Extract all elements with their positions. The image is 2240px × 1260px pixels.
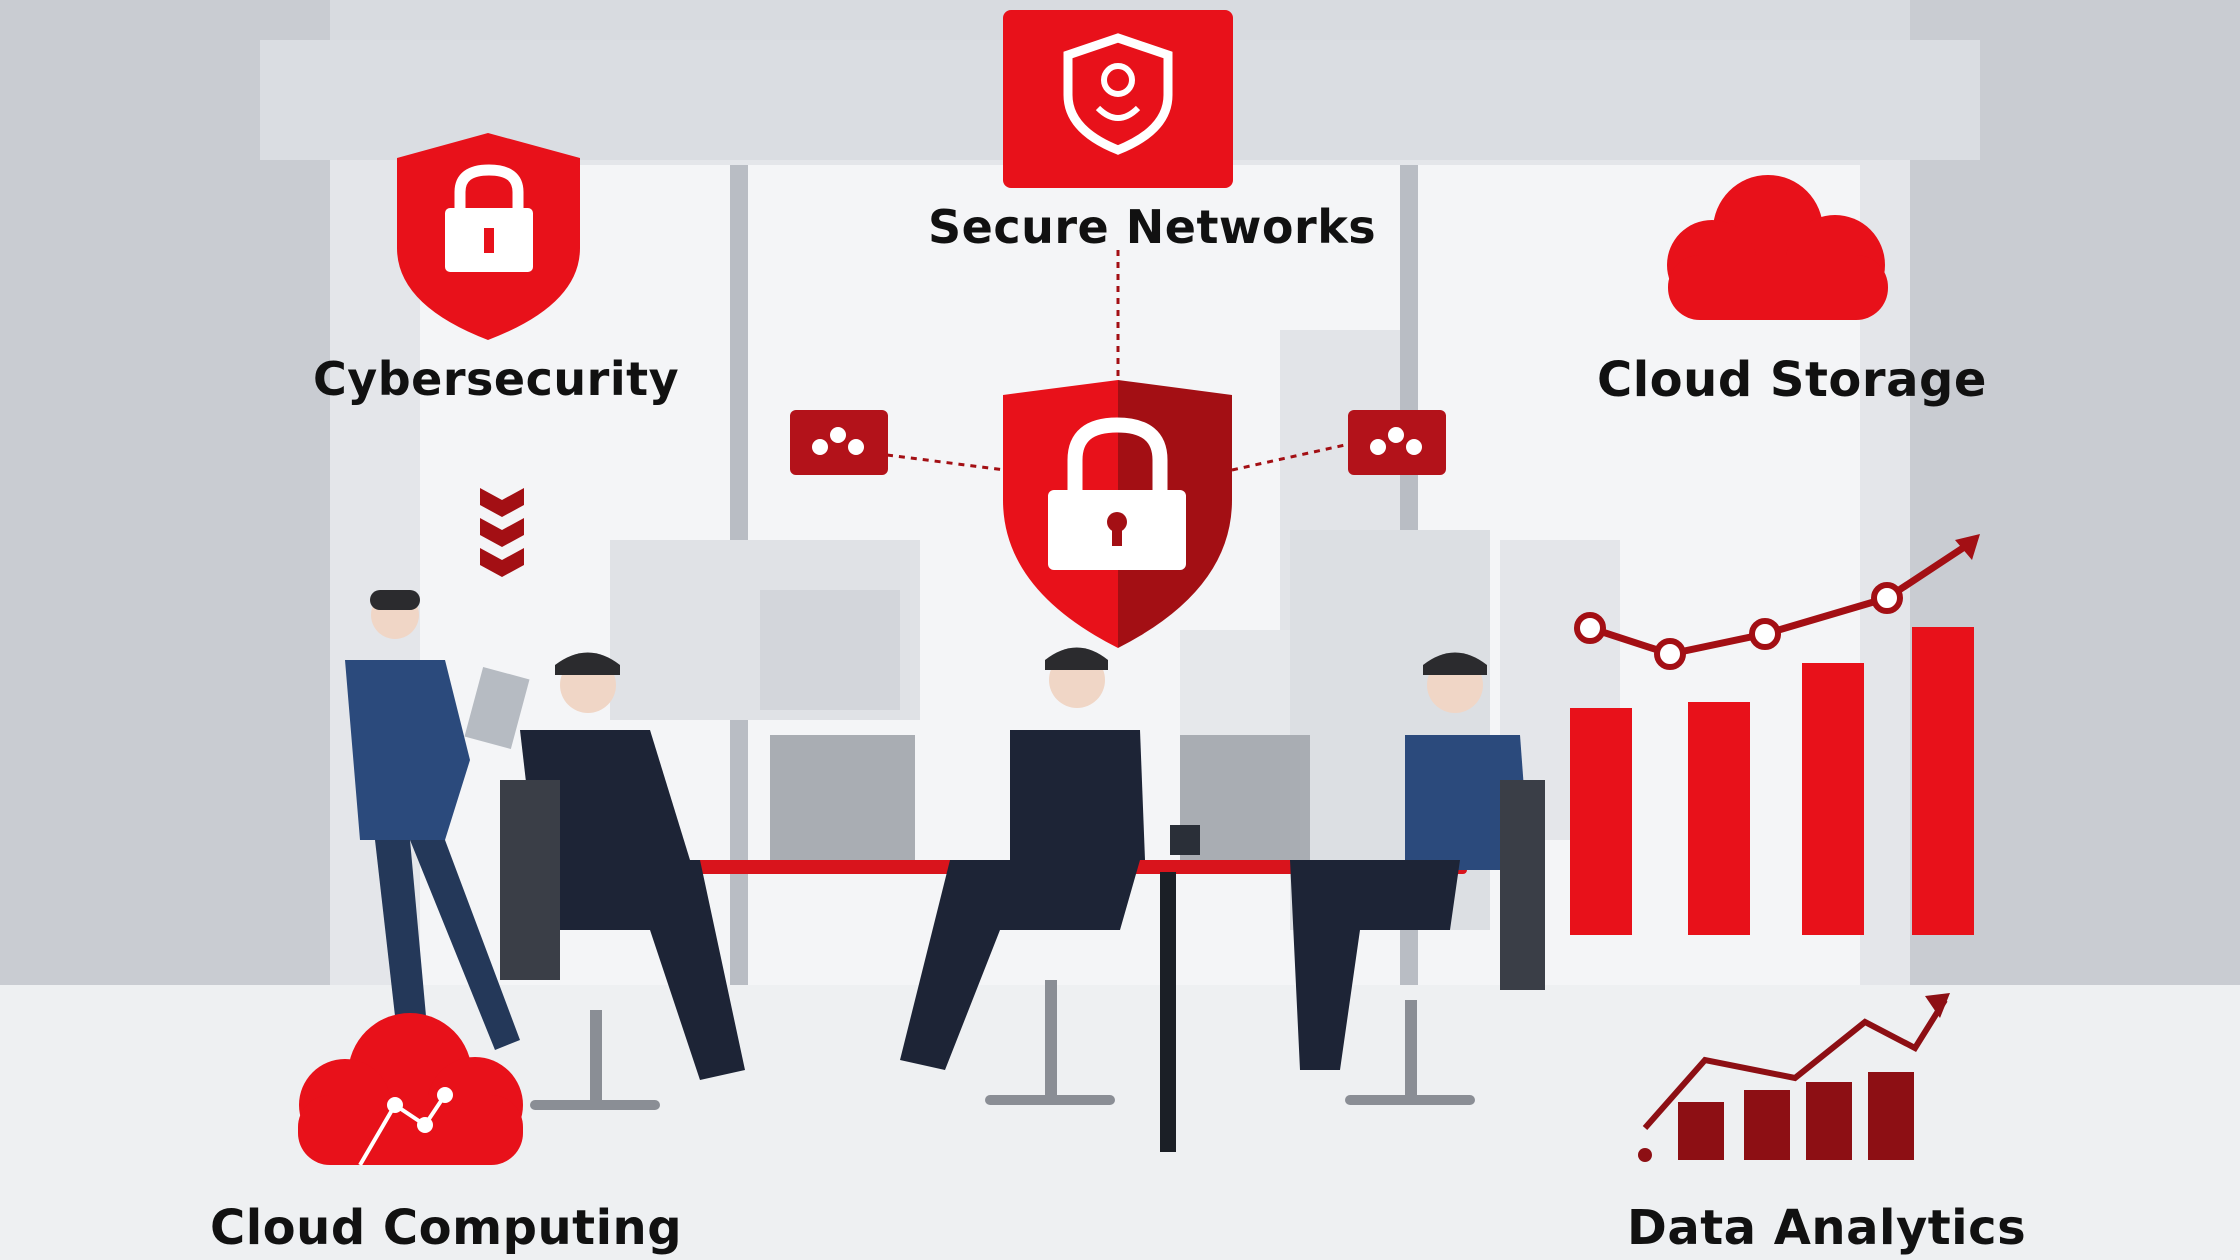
person-seated bbox=[500, 652, 745, 1080]
label-secure-networks: Secure Networks bbox=[928, 200, 1377, 254]
bar-chart-trend-icon bbox=[1638, 993, 1950, 1162]
person-seated bbox=[1290, 652, 1545, 1070]
label-cloud-computing: Cloud Computing bbox=[210, 1200, 683, 1256]
person-standing bbox=[345, 590, 530, 1060]
shield-lock-icon bbox=[1003, 380, 1232, 648]
chair-bases bbox=[530, 980, 1475, 1110]
person-seated bbox=[900, 647, 1145, 1070]
shield-user-icon bbox=[1003, 10, 1233, 188]
network-node-icon bbox=[790, 410, 888, 475]
network-links bbox=[886, 250, 1346, 472]
label-data-analytics: Data Analytics bbox=[1627, 1200, 2027, 1256]
chevron-stack-icon bbox=[480, 488, 524, 577]
bar-chart-trend-icon bbox=[1570, 534, 1980, 935]
meeting-table bbox=[535, 735, 1467, 1152]
label-cybersecurity: Cybersecurity bbox=[313, 352, 680, 406]
network-node-icon bbox=[1348, 410, 1446, 475]
cloud-network-icon bbox=[298, 1013, 523, 1167]
shield-lock-icon bbox=[397, 133, 580, 340]
cloud-icon bbox=[1667, 175, 1888, 320]
label-cloud-storage: Cloud Storage bbox=[1597, 352, 1987, 408]
